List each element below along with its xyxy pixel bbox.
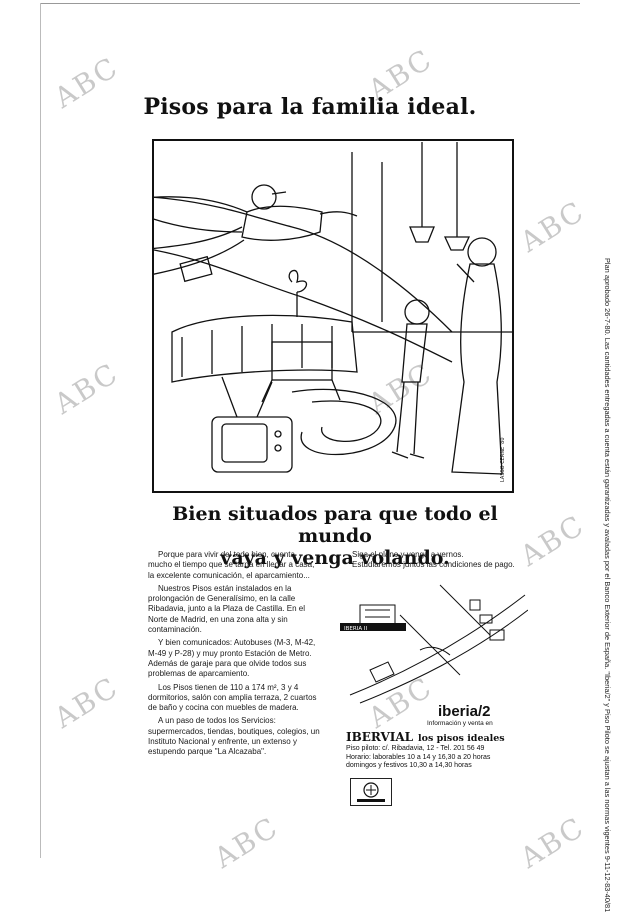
watermark-abc: ABC [208, 810, 285, 875]
illustrator-signature: LASSO CERNE '80 [500, 437, 506, 482]
paragraph: Nuestros Pisos están instalados en la pr… [148, 583, 305, 635]
body-left-column: Porque para vivir del todo bien, cuenta … [148, 550, 320, 761]
map-label: IBERIA II [344, 626, 367, 632]
watermark-abc: ABC [514, 508, 591, 573]
paragraph: Estudiaremos juntos las condiciones de p… [352, 560, 515, 570]
side-legal-note: Plan aprobado 26-7-80. Las cantidades en… [600, 258, 614, 912]
watermark-abc: ABC [514, 810, 591, 875]
paragraph: Y bien comunicados: Autobuses (M-3, M-42… [148, 638, 316, 679]
watermark-abc: ABC [48, 670, 125, 735]
headline: Pisos para la familia ideal. [143, 94, 477, 120]
paragraph: A un paso de todos los Servicios: superm… [148, 716, 320, 757]
address-line: Horario: laborables 10 a 14 y 16,30 a 20… [346, 753, 491, 761]
body-right-column: Siga el plano y venga a vernos. Estudiar… [342, 550, 522, 571]
location-map: IBERIA II [340, 584, 528, 704]
side-legal-text: Plan aprobado 26-7-80. Las cantidades en… [603, 258, 612, 912]
address-line: Piso piloto: c/. Ribadavia, 12 - Tel. 20… [346, 745, 485, 752]
watermark-abc: ABC [514, 194, 591, 259]
slogan: Bien situados para que todo el mundo vay… [145, 503, 525, 569]
brand-subtitle: Información y venta en [427, 720, 493, 727]
slogan-line-2: vaya y venga volando. [220, 547, 450, 569]
paragraph: Porque para vivir del todo bien, cuenta … [148, 550, 315, 580]
paragraph: Los Pisos tienen de 110 a 174 m², 3 y 4 … [148, 682, 317, 713]
paragraph: Siga el plano y venga a vernos. [352, 550, 464, 559]
slogan-line-1: Bien situados para que todo el mundo [172, 503, 498, 547]
company-tagline: los pisos ideales [418, 733, 505, 744]
watermark-abc: ABC [48, 356, 125, 421]
bank-logo-icon [350, 778, 392, 806]
brand-logo-text: iberia/2 [438, 703, 491, 720]
flying-man-illustration: LASSO CERNE '80 [152, 139, 514, 493]
address-block: Piso piloto: c/. Ribadavia, 12 - Tel. 20… [346, 745, 526, 771]
top-rule [40, 3, 580, 4]
address-line: domingos y festivos 10,30 a 14,30 horas [346, 762, 472, 769]
left-rule [40, 3, 41, 858]
company-name: IBERVIAL [346, 730, 414, 744]
